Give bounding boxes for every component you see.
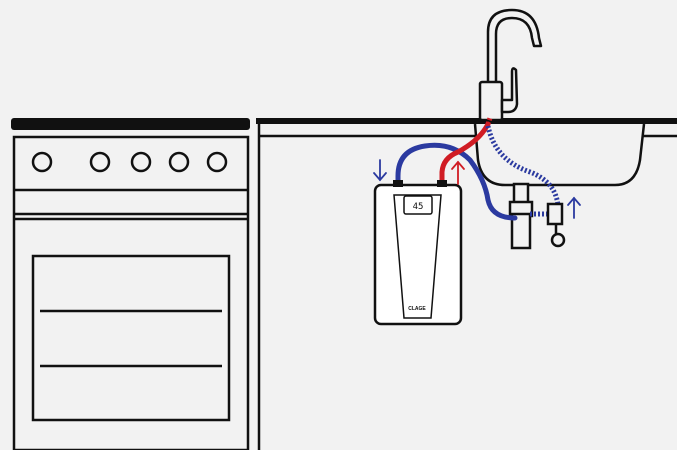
cold-water-line-hidden — [485, 125, 561, 207]
heater-top-fitting-hot — [437, 180, 447, 187]
stove-burner-knob — [89, 151, 111, 173]
hot-water-line-hidden — [485, 117, 493, 125]
drain-pipe — [508, 182, 534, 250]
faucet-spout — [486, 8, 543, 88]
heater-front-panel — [393, 194, 442, 319]
faucet-body — [478, 80, 504, 122]
stove-countertop — [11, 118, 250, 130]
faucet-lever — [500, 67, 519, 114]
countertop — [256, 118, 677, 124]
angle-valve-handle — [550, 232, 566, 248]
sink-rim — [470, 118, 677, 124]
oven-door — [31, 254, 231, 422]
hot-water-line — [439, 121, 491, 188]
heater-display-reading: 45 — [413, 202, 424, 212]
cold-inlet-arrow — [373, 159, 387, 182]
angle-valve — [546, 202, 566, 248]
drain-trap — [510, 212, 532, 250]
stove-body — [12, 135, 250, 450]
stove-burner-knob — [130, 151, 152, 173]
stove-burner-knob — [168, 151, 190, 173]
tap-supply-arrow — [567, 196, 581, 219]
stove-burner-knob — [31, 151, 53, 173]
angle-valve-body — [546, 202, 564, 226]
cold-water-line — [395, 142, 518, 221]
hot-outlet-arrow — [451, 160, 465, 185]
sink-bowl — [473, 123, 646, 187]
heater-display — [403, 195, 433, 215]
heater-top-fitting-cold — [393, 180, 403, 187]
instant-water-heater: 45 CLAGE — [373, 180, 463, 326]
heater-brand-logo: CLAGE — [408, 306, 426, 312]
faucet — [478, 8, 543, 122]
stove-burner-knob — [206, 151, 228, 173]
stove — [11, 118, 250, 450]
